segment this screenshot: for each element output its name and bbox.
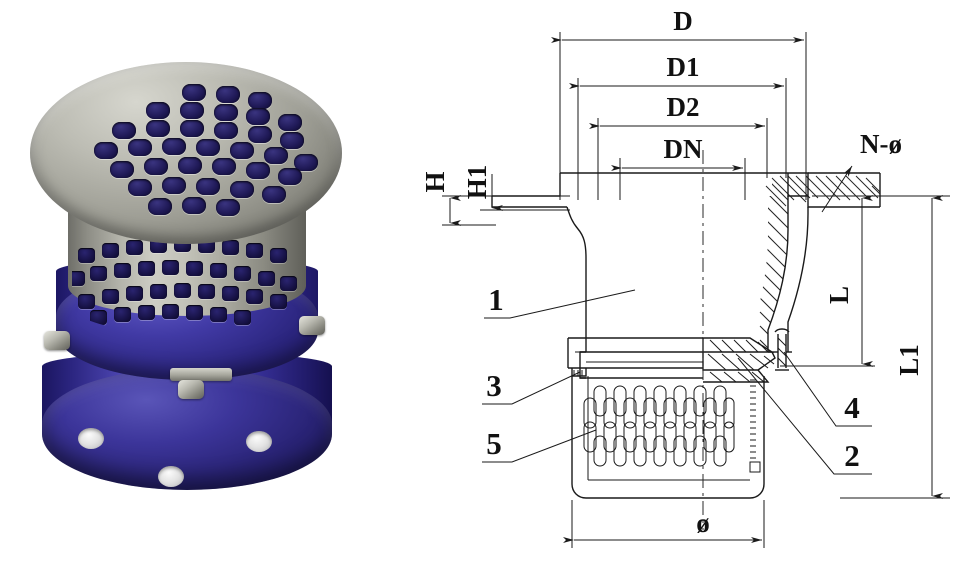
perforation-row xyxy=(72,238,302,263)
flange-bolt-hole xyxy=(78,428,104,449)
strainer-cap-perforations xyxy=(30,62,342,244)
callout-label-N-phi: N-ø xyxy=(860,129,902,159)
dim-label-H: H xyxy=(420,171,450,192)
item-label-2: 2 xyxy=(844,438,860,473)
dim-label-D2: D2 xyxy=(667,92,700,122)
strainer-strap xyxy=(170,368,232,381)
dim-label-H1: H1 xyxy=(462,165,492,200)
dim-label-DN: DN xyxy=(664,134,703,164)
dim-label-D: D xyxy=(673,6,693,36)
hex-bolt xyxy=(178,380,204,399)
item-label-1: 1 xyxy=(488,282,504,317)
item-label-4: 4 xyxy=(844,390,860,425)
flange-bolt-hole xyxy=(158,466,184,487)
hex-bolt xyxy=(299,316,325,335)
perforation-row xyxy=(72,304,302,325)
flange-bolt-hole xyxy=(246,431,272,452)
technical-drawing-panel: D D1 D2 DN H H1 xyxy=(420,0,975,561)
dim-label-D1: D1 xyxy=(667,52,700,82)
dim-label-L: L xyxy=(824,286,854,304)
perforation-row xyxy=(72,260,302,291)
item-label-5: 5 xyxy=(486,426,502,461)
valve-photo xyxy=(0,0,420,561)
dim-label-phi: ø xyxy=(696,508,710,538)
product-photo-panel xyxy=(0,0,420,561)
dim-label-L1: L1 xyxy=(894,344,924,376)
strainer-perforations xyxy=(72,238,302,334)
item-label-3: 3 xyxy=(486,368,502,403)
hex-bolt xyxy=(44,331,70,350)
perforation-row xyxy=(72,283,302,309)
dimensional-drawing-svg: D D1 D2 DN H H1 xyxy=(420,6,950,548)
